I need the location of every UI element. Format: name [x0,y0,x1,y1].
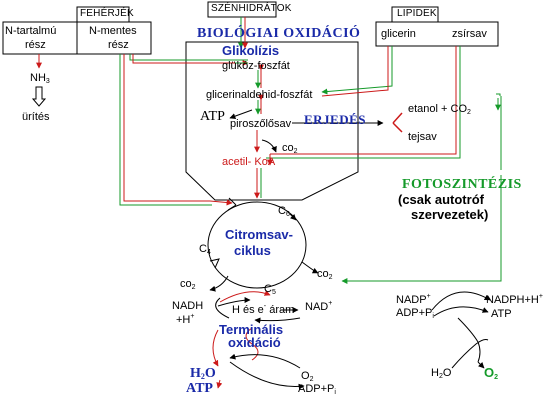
photo-oxygen-label: O2 [484,365,499,381]
fatty-acid-label: zsírsav [452,28,487,40]
pyruvate-label: piroszőlősav [230,118,292,130]
terminal-atp-label: ATP [186,381,213,396]
excretion-arrow [31,86,47,107]
ammonia-label: NH3 [30,72,50,86]
nadh-label: NADH [172,300,204,312]
lipids-title: LIPIDEK [397,8,437,19]
cycle-co2-left: co2 [180,278,196,292]
ethanol-label: etanol + CO2 [408,103,471,117]
lactic-acid-label: tejsav [408,131,437,143]
bio-oxidation-box [185,41,359,201]
nadp-label: NADP+ [396,293,431,306]
pyruvate-co2-label: co2 [282,142,298,156]
photo-adp-label: ADP+Pi [396,307,434,321]
lipids-title-box [391,6,439,23]
gap-label: glicerinaldehid-foszfát [206,89,313,101]
fermentation-title: ERJEDÉS [304,112,367,127]
terminal-oxidation-title-2: oxidáció [228,335,281,350]
photosynthesis-title: FOTOSZINTÉZIS [402,177,522,192]
n-free-part: rész [108,39,129,51]
photosynthesis-note-1: (csak autotróf [398,192,484,207]
acetyl-coa-label: acetil- KoA [222,156,276,168]
citric-cycle-title-1: Citromsav- [225,227,293,242]
nad-label: NAD+ [305,300,333,313]
terminal-adp-label: ADP+Pi [298,383,336,397]
terminal-oxygen-label: O2 [301,370,314,384]
terminal-water-label: H2O [190,366,216,381]
excretion-label: ürítés [22,111,50,123]
nadph-label: NADPH+H+ [486,293,543,306]
c6-label: C6 [278,205,290,219]
photo-water-label: H2O [431,367,452,381]
carbohydrates-title: SZÉNHIDRÁTOK [211,3,292,14]
glycerol-label: glicerin [381,28,416,40]
carbohydrates-box [207,1,277,18]
n-free-label: N-mentes [89,25,137,37]
glucose-phosphate-label: glükóz-foszfát [222,60,290,72]
proteins-title: FEHÉRJÉK [80,8,134,19]
n-containing-label: N-tartalmú [5,25,57,37]
bio-oxidation-title: BIOLÓGIAI OXIDÁCIÓ [197,26,361,41]
citric-cycle-title-2: ciklus [234,243,271,258]
n-containing-part: rész [25,39,46,51]
glycolysis-atp-label: ATP [200,109,225,124]
citric-cycle-ring [207,201,307,289]
nadh-h-label: +H+ [176,313,195,326]
electron-flow-label: H és e- áram [232,303,295,316]
c5-label: C5 [264,283,276,297]
photosynthesis-note-2: szervezetek) [411,207,489,222]
glycolysis-title: Glikolízis [222,43,280,58]
photo-atp-label: ATP [491,308,512,320]
proteins-title-box [76,6,130,23]
c4-label: C4 [199,243,211,257]
terminal-oxidation-title-1: Terminális [219,322,284,337]
cycle-co2-right: co2 [317,268,333,282]
